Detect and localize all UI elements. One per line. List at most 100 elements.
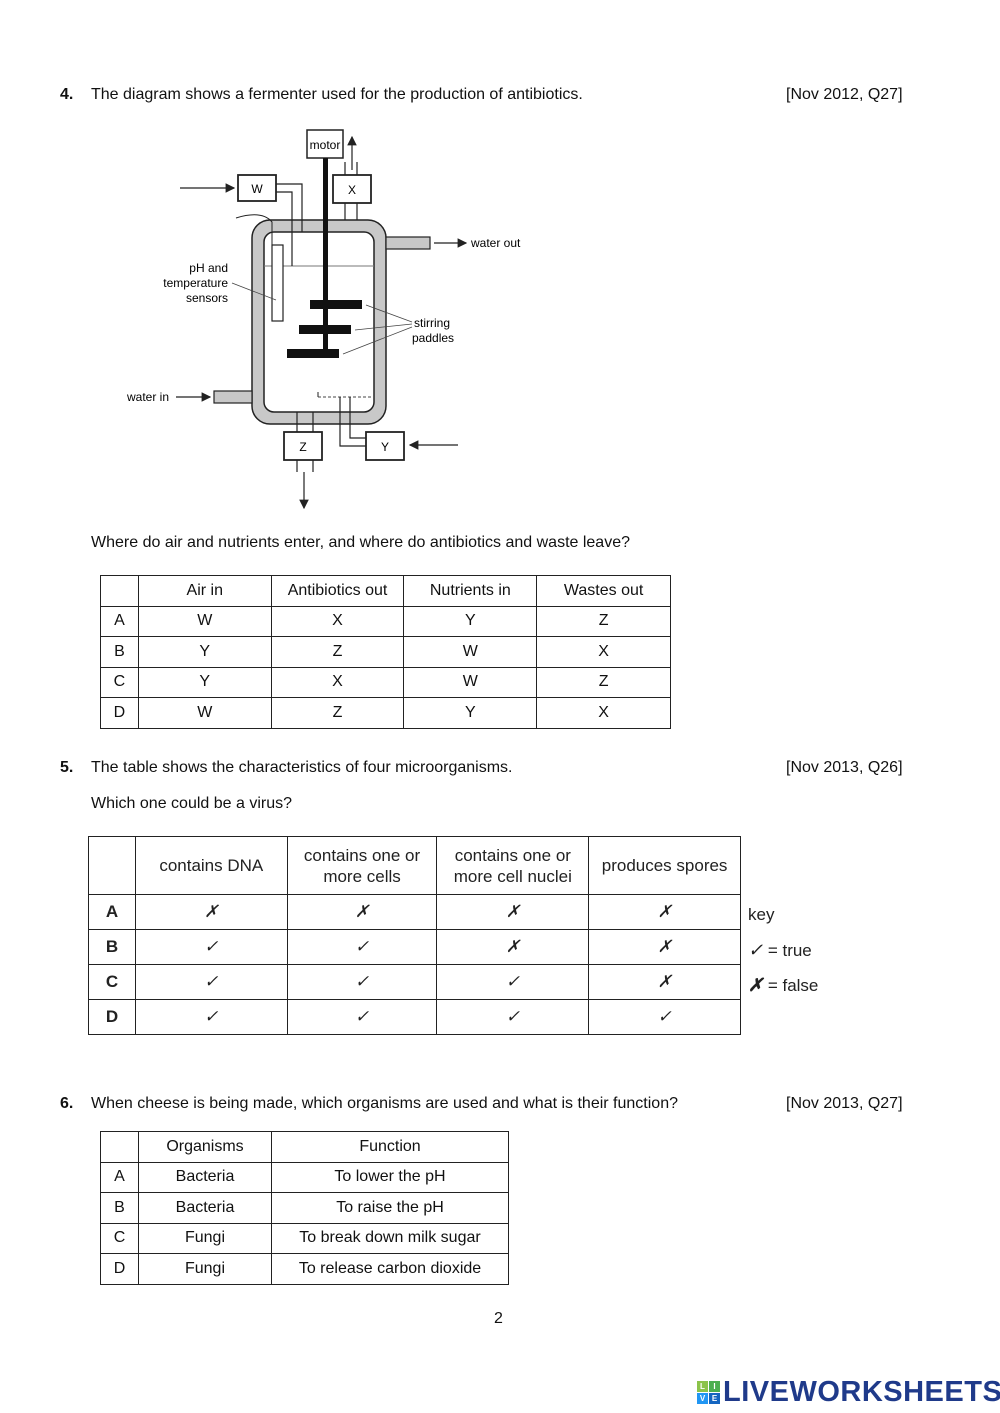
table-cell: Z — [536, 605, 671, 637]
cross-icon: ✗ — [588, 964, 741, 1000]
check-icon: ✓ — [436, 964, 590, 1000]
water-out-label: water out — [470, 236, 521, 250]
table-cell: Y — [137, 636, 272, 668]
table-header: contains one or more cells — [286, 836, 438, 895]
y-label: Y — [381, 440, 389, 454]
question-5-reference: [Nov 2013, Q26] — [786, 759, 903, 776]
key-false: ✗ = false — [748, 975, 818, 996]
key-true-label: = true — [763, 941, 812, 960]
table-cell: X — [270, 605, 405, 637]
table-header: Function — [271, 1131, 509, 1163]
check-icon: ✓ — [588, 999, 741, 1035]
table-cell: Fungi — [138, 1222, 272, 1254]
table-cell: A — [88, 894, 136, 930]
table-header: Organisms — [138, 1131, 272, 1163]
logo-text: LIVEWORKSHEETS — [723, 1376, 1000, 1408]
page-number: 2 — [494, 1310, 503, 1327]
table-cell: C — [88, 964, 136, 1000]
check-icon: ✓ — [436, 999, 590, 1035]
table-header — [100, 575, 139, 607]
table-cell: W — [137, 697, 272, 729]
water-in-label: water in — [126, 390, 169, 404]
table-cell: To break down milk sugar — [271, 1222, 509, 1254]
table-cell: Z — [536, 666, 671, 698]
cross-icon: ✗ — [286, 894, 438, 930]
table-row: C✓✓✓✗ — [88, 964, 741, 1000]
check-icon: ✓ — [748, 940, 764, 960]
table-cell: Z — [270, 697, 405, 729]
table-cell: Bacteria — [138, 1192, 272, 1224]
cross-icon: ✗ — [588, 894, 741, 930]
table-header: Air in — [137, 575, 272, 607]
table-cell: Y — [403, 697, 538, 729]
sensor-probe — [271, 244, 284, 322]
table-cell: Z — [270, 636, 405, 668]
w-box — [237, 174, 277, 202]
table-cell: W — [137, 605, 272, 637]
question-6-number: 6. — [60, 1095, 74, 1112]
logo-badge-icon: L I V E — [697, 1381, 720, 1404]
check-icon: ✓ — [134, 999, 288, 1035]
cross-icon: ✗ — [748, 975, 764, 995]
liveworksheets-logo[interactable]: L I V E LIVEWORKSHEETS — [697, 1376, 1000, 1409]
question-4-number: 4. — [60, 86, 74, 103]
table-cell: B — [100, 1192, 139, 1224]
table-cell: Y — [137, 666, 272, 698]
paddle-3 — [287, 349, 339, 358]
table-header: Antibiotics out — [270, 575, 405, 607]
y-box — [365, 431, 405, 461]
table-cell: C — [100, 666, 139, 698]
paddle-2 — [299, 325, 351, 334]
check-icon: ✓ — [286, 999, 438, 1035]
key-title: key — [748, 905, 775, 924]
table-header-row: Organisms Function — [100, 1131, 509, 1163]
table-header: contains one or more cell nuclei — [436, 836, 590, 895]
table-header: produces spores — [588, 836, 741, 895]
table-row: A✗✗✗✗ — [88, 894, 741, 930]
question-5-number: 5. — [60, 759, 74, 776]
check-icon: ✓ — [286, 929, 438, 965]
cross-icon: ✗ — [436, 894, 590, 930]
sensors-label-3: sensors — [186, 291, 228, 305]
z-box — [283, 431, 323, 461]
question-4-table: Air in Antibiotics out Nutrients in Wast… — [100, 575, 671, 729]
table-header-row: Air in Antibiotics out Nutrients in Wast… — [100, 575, 671, 607]
question-4-prompt: Where do air and nutrients enter, and wh… — [91, 534, 630, 551]
cross-icon: ✗ — [134, 894, 288, 930]
table-header: Wastes out — [536, 575, 671, 607]
check-icon: ✓ — [134, 929, 288, 965]
question-5-table: contains DNA contains one or more cells … — [88, 836, 741, 1035]
table-cell: X — [536, 636, 671, 668]
table-cell: D — [100, 1253, 139, 1285]
table-cell: Y — [403, 605, 538, 637]
table-cell: B — [88, 929, 136, 965]
motor-box — [306, 129, 344, 159]
x-label: X — [348, 183, 356, 197]
table-cell: To lower the pH — [271, 1161, 509, 1193]
table-header: Nutrients in — [403, 575, 538, 607]
table-cell: D — [88, 999, 136, 1035]
table-header-row: contains DNA contains one or more cells … — [88, 836, 741, 895]
table-cell: A — [100, 605, 139, 637]
table-cell: Fungi — [138, 1253, 272, 1285]
question-6-text: When cheese is being made, which organis… — [91, 1095, 678, 1112]
table-cell: To release carbon dioxide — [271, 1253, 509, 1285]
key-true: ✓ = true — [748, 940, 812, 961]
key-false-label: = false — [763, 976, 819, 995]
fermenter-diagram: motor W X Z Y water out water in pH and … — [126, 129, 521, 510]
table-cell: X — [536, 697, 671, 729]
table-header — [88, 836, 136, 895]
table-row: B✓✓✗✗ — [88, 929, 741, 965]
table-cell: W — [403, 666, 538, 698]
cross-icon: ✗ — [436, 929, 590, 965]
x-box — [332, 174, 372, 204]
w-label: W — [251, 182, 263, 196]
